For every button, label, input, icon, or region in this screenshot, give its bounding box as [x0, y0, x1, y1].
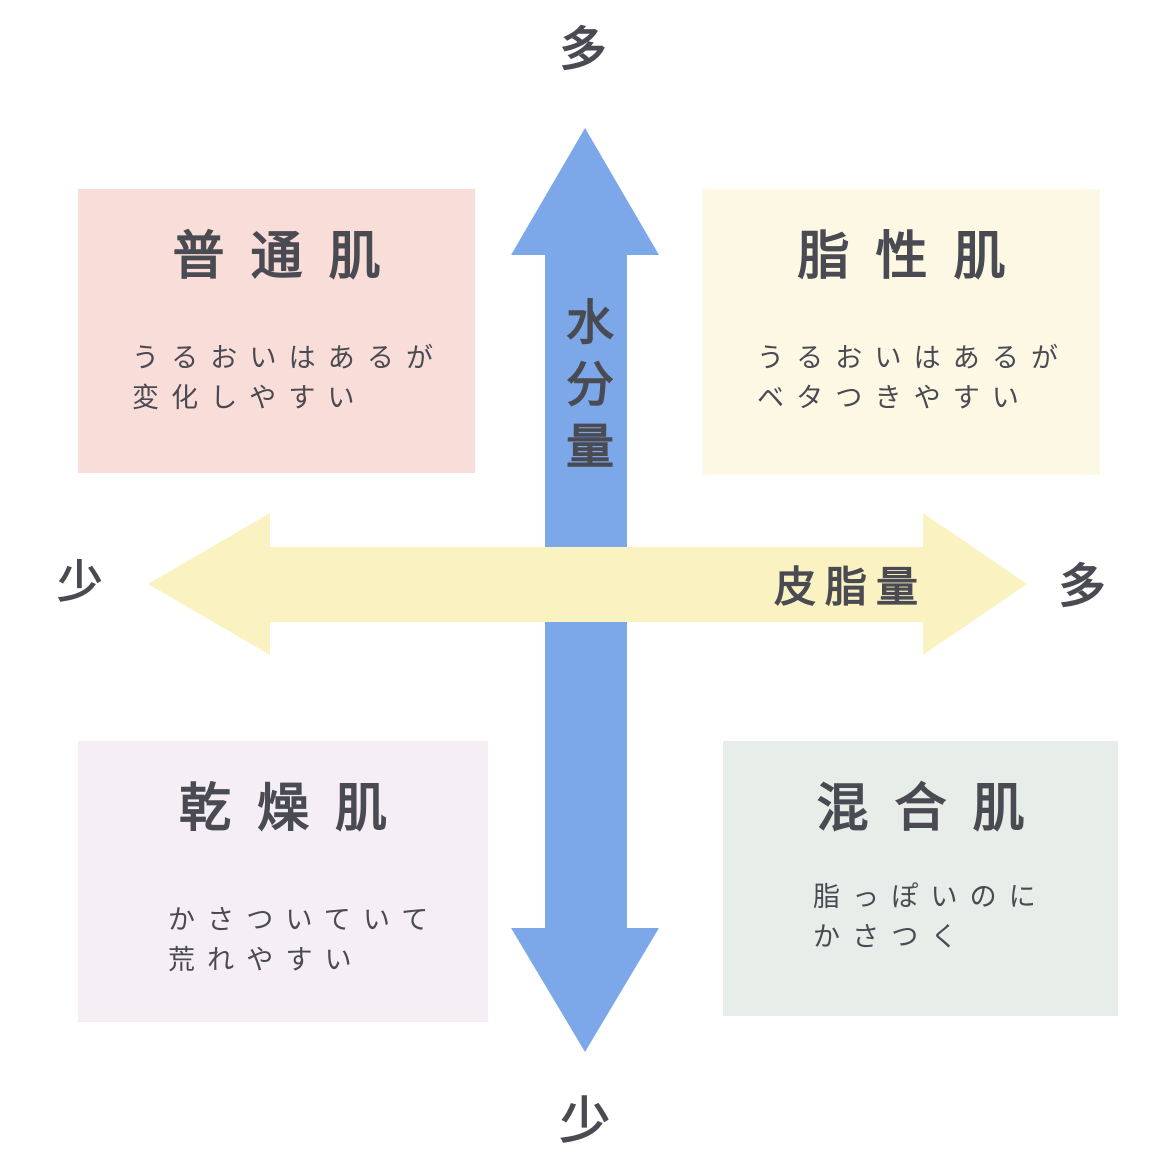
description-line: うるおいはあるが: [757, 343, 1071, 373]
description-line: 変化しやすい: [132, 383, 367, 413]
horizontal-axis-name: 皮脂量: [773, 563, 928, 611]
horizontal-axis-right-label: 多: [1058, 559, 1106, 613]
quadrant-description: かさついていて 荒れやすい: [78, 900, 488, 980]
quadrant-title: 普通肌: [172, 228, 407, 286]
vertical-axis-top-label: 多: [559, 22, 607, 76]
horizontal-axis-arrow: [148, 513, 1027, 655]
quadrant-title: 乾燥肌: [178, 780, 413, 838]
vertical-axis-name: 水分量: [558, 297, 611, 483]
description-line: 荒れやすい: [168, 945, 364, 975]
description-line: かさつく: [813, 922, 970, 952]
quadrant-title: 混合肌: [816, 780, 1051, 838]
description-line: かさついていて: [168, 905, 441, 935]
quadrant-dry-skin: 乾燥肌 かさついていて 荒れやすい: [78, 741, 488, 1022]
quadrant-title: 脂性肌: [797, 228, 1032, 286]
description-line: ベタつきやすい: [757, 383, 1032, 413]
quadrant-description: うるおいはあるが 変化しやすい: [78, 338, 475, 418]
horizontal-axis-left-label: 少: [57, 556, 103, 608]
description-line: 脂っぽいのに: [813, 882, 1048, 912]
description-line: うるおいはあるが: [132, 343, 446, 373]
vertical-axis-bottom-label: 少: [560, 1093, 610, 1149]
quadrant-description: うるおいはあるが ベタつきやすい: [703, 338, 1100, 418]
quadrant-normal-skin: 普通肌 うるおいはあるが 変化しやすい: [78, 189, 475, 473]
quadrant-oily-skin: 脂性肌 うるおいはあるが ベタつきやすい: [703, 189, 1100, 475]
quadrant-combination-skin: 混合肌 脂っぽいのに かさつく: [723, 741, 1118, 1016]
quadrant-description: 脂っぽいのに かさつく: [723, 877, 1118, 957]
